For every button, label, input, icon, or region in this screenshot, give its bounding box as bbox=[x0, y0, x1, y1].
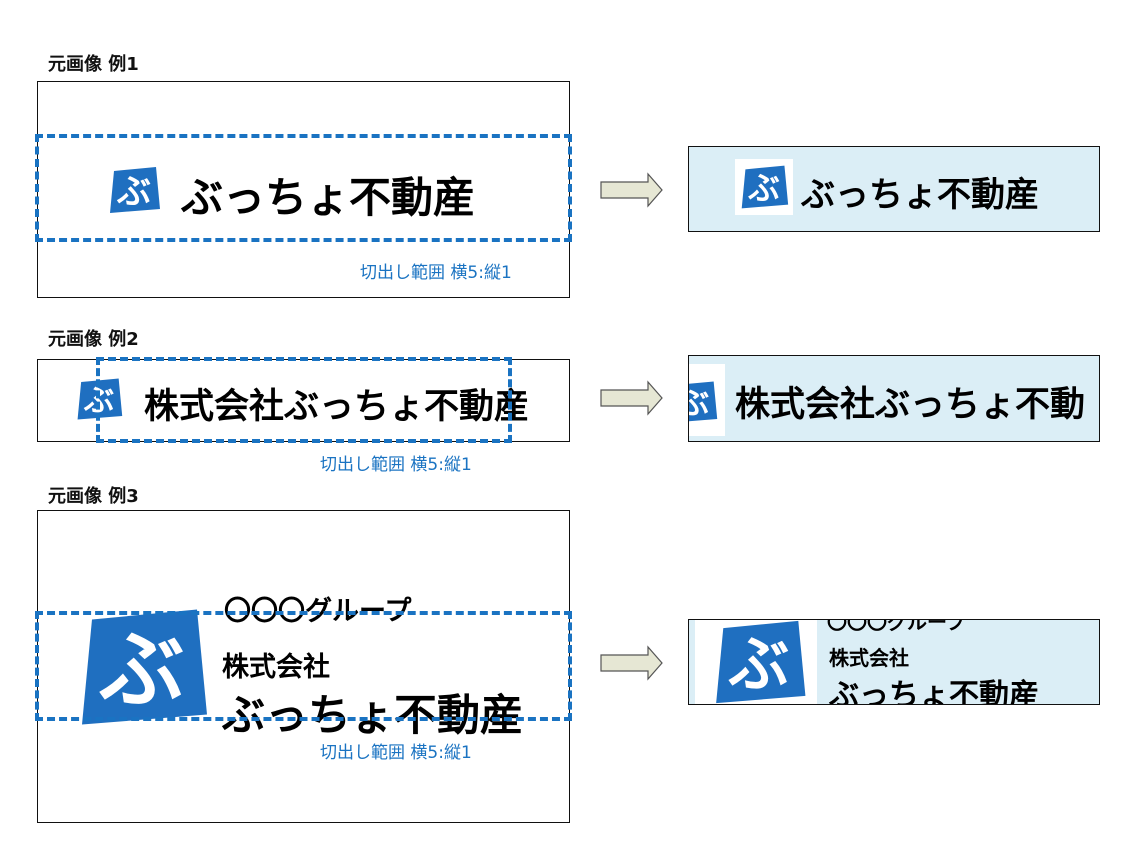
example-2-crop-result: ぶ 株式会社ぶっちょ不動 bbox=[688, 355, 1100, 442]
example-3-brand-text: ぶっちょ不動産 bbox=[222, 691, 523, 741]
svg-text:ぶ: ぶ bbox=[98, 622, 184, 721]
right-arrow-icon bbox=[600, 172, 664, 208]
right-arrow-icon bbox=[600, 380, 664, 416]
example-1-source-image: ぶ ぶっちょ不動産 bbox=[37, 81, 570, 298]
logo-bu-icon: ぶ bbox=[106, 165, 162, 215]
svg-text:ぶ: ぶ bbox=[728, 630, 790, 700]
example-1-crop-result: ぶ ぶっちょ不動産 bbox=[688, 146, 1100, 232]
example-3-crop-note: 切出し範囲 横5:縦1 bbox=[320, 743, 472, 763]
example-3-caption: 元画像 例3 bbox=[48, 486, 139, 507]
logo-bu-icon: ぶ bbox=[695, 620, 817, 704]
example-3-result-brand-text: ぶっちょ不動産 bbox=[829, 678, 1039, 705]
example-3-source-image: ぶ 〇〇〇グループ 株式会社 ぶっちょ不動産 bbox=[37, 510, 570, 823]
example-3-crop-region bbox=[35, 611, 572, 721]
example-1-caption: 元画像 例1 bbox=[48, 54, 139, 75]
example-3-company-text: 株式会社 bbox=[222, 652, 330, 683]
example-2-caption: 元画像 例2 bbox=[48, 329, 139, 350]
example-2-crop-note: 切出し範囲 横5:縦1 bbox=[320, 455, 472, 475]
svg-text:ぶ: ぶ bbox=[116, 172, 151, 212]
example-3-crop-result: ぶ 〇〇〇グループ 株式会社 ぶっちょ不動産 bbox=[688, 619, 1100, 705]
example-1-result-brand-text: ぶっちょ不動産 bbox=[801, 175, 1039, 215]
example-3-result-group-text: 〇〇〇グループ bbox=[827, 619, 966, 634]
svg-text:ぶ: ぶ bbox=[747, 171, 780, 207]
example-1-crop-region bbox=[35, 134, 572, 242]
svg-text:ぶ: ぶ bbox=[688, 387, 709, 422]
right-arrow-icon bbox=[600, 645, 664, 681]
example-2-result-brand-text: 株式会社ぶっちょ不動 bbox=[735, 385, 1086, 425]
logo-bu-icon: ぶ bbox=[735, 159, 793, 215]
example-2-brand-text: 株式会社ぶっちょ不動産 bbox=[144, 387, 530, 427]
logo-bu-icon: ぶ bbox=[688, 364, 725, 436]
example-2-source-image: ぶ 株式会社ぶっちょ不動産 bbox=[37, 359, 570, 442]
example-2-crop-region bbox=[96, 357, 512, 443]
example-1-brand-text: ぶっちょ不動産 bbox=[181, 173, 476, 222]
logo-bu-icon: ぶ bbox=[72, 603, 212, 731]
example-1-crop-note: 切出し範囲 横5:縦1 bbox=[360, 263, 512, 283]
example-3-result-company-text: 株式会社 bbox=[829, 646, 909, 670]
